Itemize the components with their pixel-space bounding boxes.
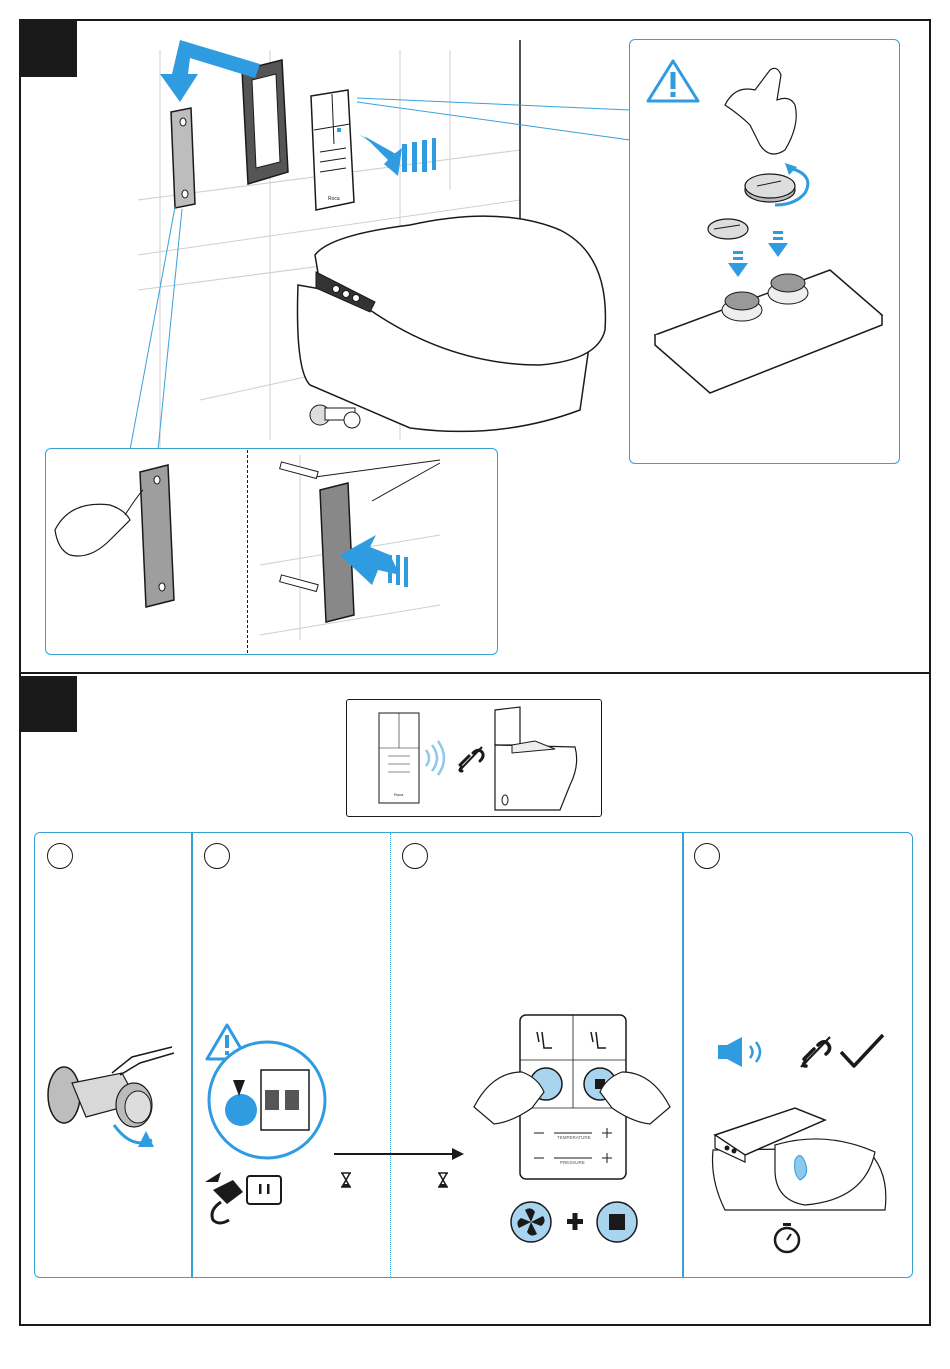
screw-mount-illustration — [260, 455, 440, 640]
step-separator-3 — [682, 833, 684, 1277]
warning-icon — [645, 58, 701, 104]
svg-text:Roca: Roca — [394, 792, 404, 797]
step-separator-1 — [191, 833, 193, 1277]
pressure-label: PRESSURE — [560, 1160, 585, 1165]
sub-step-circle-2 — [204, 843, 230, 869]
sub-step-circle-3 — [402, 843, 428, 869]
time-arrow — [334, 1146, 466, 1164]
insert-arrow — [160, 34, 270, 104]
callout-lines-top — [355, 95, 635, 145]
hourglass-icon — [340, 1172, 352, 1188]
temperature-label: TEMPERATURE — [557, 1135, 591, 1140]
link-icon-confirmed — [798, 1035, 834, 1069]
stop-icon — [609, 1214, 625, 1230]
link-icon — [456, 745, 486, 773]
sub-step-circle-1 — [47, 843, 73, 869]
fan-plus-stop-combo — [509, 1200, 641, 1246]
step-number-box-2 — [21, 676, 77, 732]
remote-control: Roca — [308, 90, 358, 215]
wireless-signal-icon — [422, 740, 446, 776]
callout-lines-bottom — [120, 205, 190, 455]
hand-coin-illustration — [715, 65, 825, 215]
water-valve-illustration — [42, 1045, 182, 1165]
remote-small: Roca — [378, 712, 420, 804]
hourglass-icon-end — [437, 1172, 449, 1188]
wall-bracket — [165, 108, 205, 213]
step-separator-2 — [390, 833, 391, 1277]
circuit-breaker-icon — [203, 1040, 331, 1158]
stopwatch-icon — [772, 1222, 802, 1254]
section-divider — [19, 672, 931, 674]
speaker-icon — [716, 1036, 768, 1068]
battery-insert-illustration — [650, 215, 885, 385]
plug-icon — [203, 1170, 283, 1228]
sub-step-circle-4 — [694, 843, 720, 869]
adhesive-peel-illustration — [50, 460, 240, 610]
remote-brand: Roca — [328, 196, 340, 202]
remote-in-hands-illustration: TEMPERATURE PRESSURE — [472, 1012, 672, 1182]
toilet-spray-illustration — [705, 1100, 890, 1215]
checkmark-icon — [838, 1032, 886, 1070]
step-number-box-1 — [21, 21, 77, 77]
panel-split-line — [247, 450, 248, 653]
toilet-small — [490, 705, 585, 810]
